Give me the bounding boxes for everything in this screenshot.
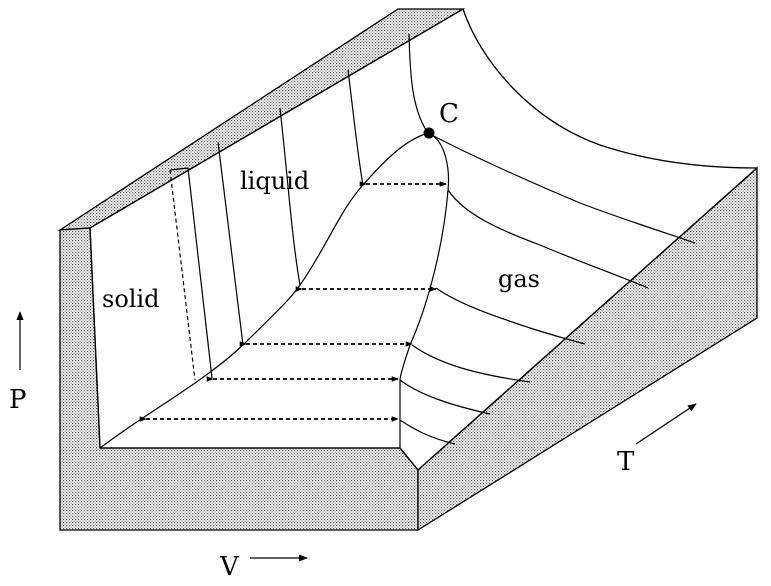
gas-isotherm-1	[427, 132, 696, 244]
gas-isotherm-2	[447, 189, 649, 289]
floor-far-edge	[417, 167, 758, 471]
wall-top-face	[57, 8, 466, 231]
axis-t-label: T	[617, 447, 635, 477]
axis-v: V	[219, 552, 308, 582]
step-right	[187, 167, 213, 379]
gas-isotherm-4	[411, 344, 531, 383]
floor-right-slab	[417, 166, 758, 532]
base-slabs	[57, 8, 758, 532]
critical-point-dot	[423, 127, 435, 139]
isotherms	[217, 33, 429, 346]
solid-label: solid	[102, 285, 159, 313]
isotherm-1	[217, 141, 244, 346]
left-inner-edge	[89, 227, 101, 449]
liquid-label: liquid	[240, 167, 309, 195]
gas-isotherm-3	[435, 287, 586, 345]
axis-t-arrow	[635, 403, 697, 445]
back-edge	[89, 8, 464, 229]
tie-lines	[139, 181, 447, 422]
axis-t: T	[617, 403, 697, 477]
solid-step	[169, 167, 213, 381]
step-top	[169, 167, 189, 171]
gas-isotherm-6	[399, 419, 456, 445]
isotherm-2	[279, 107, 301, 286]
surface-edges	[89, 8, 758, 471]
step-left-dashed	[169, 169, 196, 381]
axis-v-label: V	[219, 552, 240, 582]
gas-isotherm-5	[399, 379, 491, 415]
isotherm-3	[347, 69, 364, 186]
far-edge	[462, 8, 758, 169]
axis-p: P	[9, 311, 27, 415]
gas-label: gas	[498, 265, 540, 293]
axis-p-label: P	[9, 385, 27, 415]
wall-front-face	[59, 227, 419, 531]
isotherm-critical	[408, 33, 429, 134]
critical-point-label: C	[439, 99, 459, 129]
gas-isotherms	[399, 132, 696, 445]
